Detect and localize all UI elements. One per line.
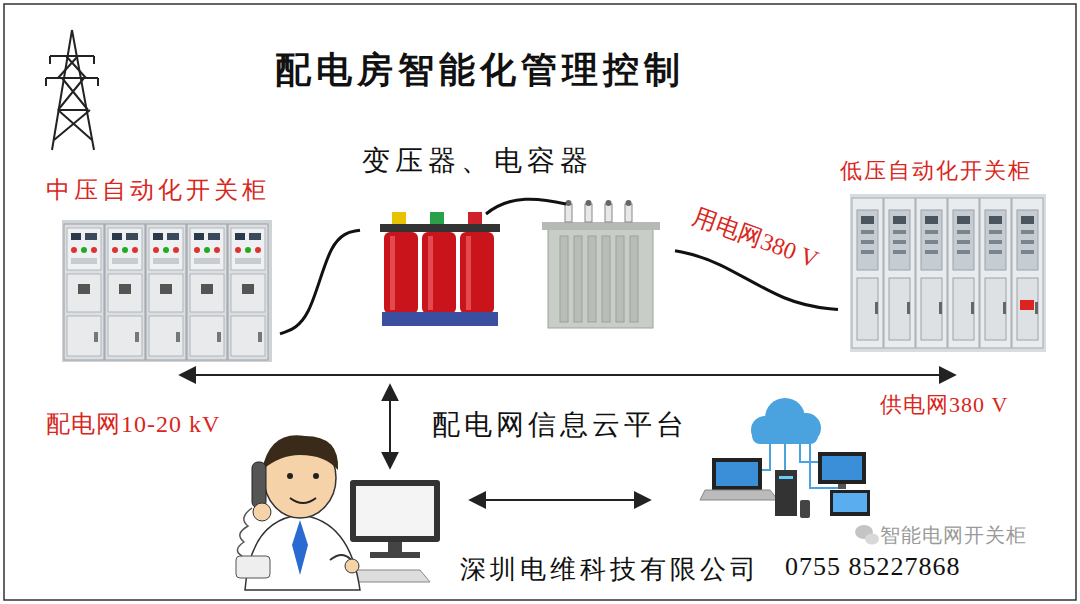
lv-switchgear bbox=[850, 194, 1046, 352]
pylon-icon bbox=[46, 30, 98, 150]
equipment-group: 中压自动化开关柜 bbox=[44, 170, 280, 365]
dry-transformer bbox=[380, 212, 500, 326]
equipment-heading: 低压自动化开关柜 bbox=[840, 156, 1032, 186]
edge-label: 用电网380 V bbox=[687, 199, 825, 275]
watermark: 智能电网开关柜 bbox=[880, 522, 1027, 549]
platform-name: 配电网信息云平台 bbox=[432, 406, 688, 444]
network-arrow bbox=[180, 374, 955, 376]
network-voltage: 供电网380 V bbox=[880, 390, 1008, 420]
equipment-heading: 中压自动化开关柜 bbox=[46, 174, 270, 206]
cloud-computers bbox=[700, 398, 870, 518]
oil-transformer bbox=[542, 200, 660, 328]
network-voltage: 配电网10-20 kV bbox=[46, 408, 220, 440]
equipment-heading: 变压器、电容器 bbox=[362, 142, 593, 180]
equipment-group: 低压自动化开关柜 bbox=[838, 152, 1050, 354]
link-arrow bbox=[470, 499, 650, 501]
link-arrow bbox=[389, 385, 391, 468]
diagram-title: 配电房智能化管理控制 bbox=[275, 46, 685, 95]
wechat-icon bbox=[855, 525, 879, 545]
mv-switchgear bbox=[62, 220, 272, 362]
phone-number: 0755 85227868 bbox=[785, 552, 961, 582]
operator-figure bbox=[236, 435, 440, 590]
equipment-group: 变压器、电容器 bbox=[360, 138, 675, 343]
company-name: 深圳电维科技有限公司 bbox=[460, 552, 760, 587]
power-cable bbox=[280, 230, 360, 334]
cable bbox=[486, 199, 566, 214]
frame bbox=[4, 4, 1076, 600]
